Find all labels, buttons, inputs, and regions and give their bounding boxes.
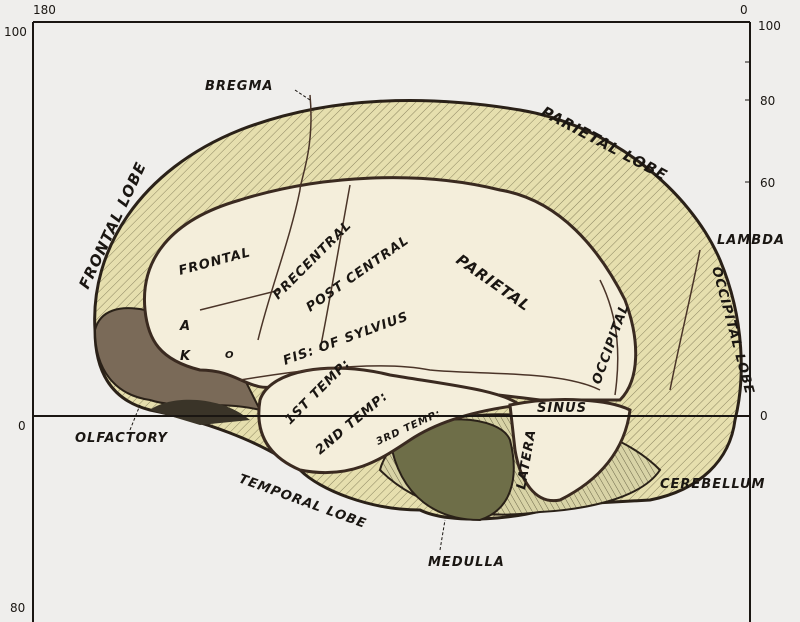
tick-right-80: 80 [760, 94, 775, 108]
label-olfactory: OLFACTORY [75, 431, 168, 446]
tick-top-right: 0 [740, 3, 748, 17]
frame [32, 21, 751, 622]
label-sinus: SINUS [537, 401, 587, 416]
lateral-sinus-region [508, 398, 632, 503]
tick-right-60: 60 [760, 176, 775, 190]
label-a: A [179, 319, 191, 334]
label-bregma: BREGMA [205, 79, 273, 94]
tick-top-left: 180 [33, 3, 56, 17]
label-o: O [225, 350, 235, 361]
label-lambda: LAMBDA [717, 233, 785, 248]
olfactory-bulb [150, 399, 250, 425]
label-cerebellum: CEREBELLUM [660, 477, 765, 492]
tick-left-80: 80 [10, 601, 25, 615]
temporal-lobe-region [257, 366, 524, 475]
sulci [199, 94, 701, 396]
tick-right-100: 100 [758, 19, 781, 33]
tick-right-0: 0 [760, 409, 768, 423]
label-k: K [180, 349, 191, 364]
tick-left-100: 100 [4, 25, 27, 39]
cerebrum [142, 176, 638, 402]
tick-left-0: 0 [18, 419, 26, 433]
label-medulla: MEDULLA [428, 555, 505, 570]
